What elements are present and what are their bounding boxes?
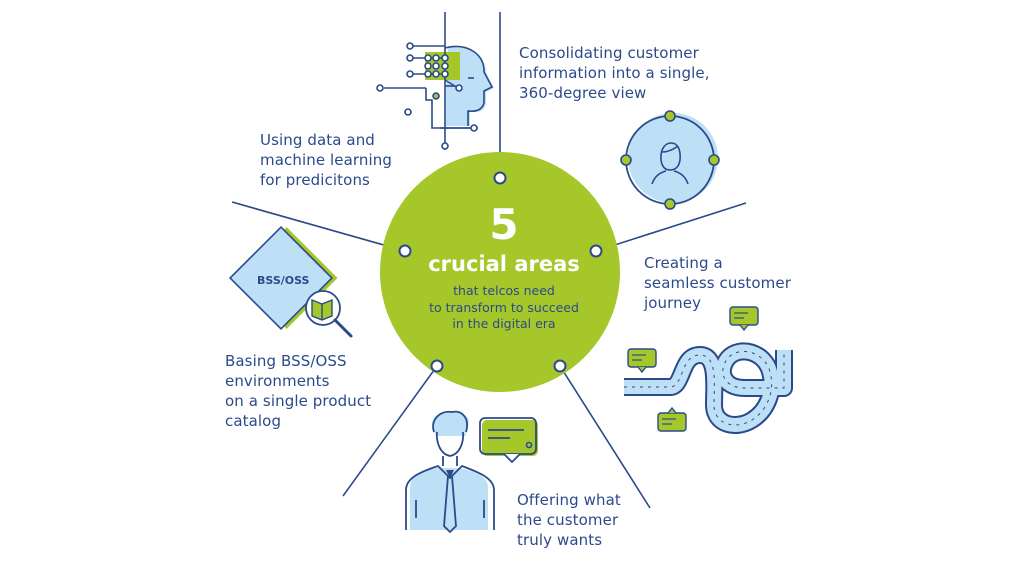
node-right xyxy=(589,244,603,258)
area-label-customer-wants: Offering what the customer truly wants xyxy=(517,490,621,550)
connector-line-right xyxy=(595,202,747,252)
winding-road-icon xyxy=(624,306,793,434)
label-line: journey xyxy=(644,294,702,312)
area-label-customer-journey: Creating a seamless customer journey xyxy=(644,253,791,313)
bss-oss-catalog-icon: BSS/OSS xyxy=(228,225,353,338)
label-line: for predicitons xyxy=(260,171,370,189)
speech-bubble-icon xyxy=(627,348,657,374)
label-line: Using data and xyxy=(260,131,375,149)
label-line: Consolidating customer xyxy=(519,44,699,62)
center-subtitle-line: to transform to succeed xyxy=(429,299,579,315)
ai-head-circuit-icon xyxy=(376,12,494,150)
area-label-product-catalog: Basing BSS/OSS environments on a single … xyxy=(225,351,371,431)
node-bottom-left xyxy=(430,359,444,373)
connector-line-left xyxy=(231,201,406,252)
customer-360-icon xyxy=(620,110,720,210)
label-line: catalog xyxy=(225,412,282,430)
connector-line-bottom-left xyxy=(342,365,438,497)
center-subtitle: that telcos need to transform to succeed… xyxy=(390,283,618,333)
center-title: crucial areas xyxy=(428,252,580,276)
node-top xyxy=(493,171,507,185)
speech-bubble-icon xyxy=(729,306,759,332)
node-bottom-right xyxy=(553,359,567,373)
label-line: seamless customer xyxy=(644,274,791,292)
label-line: machine learning xyxy=(260,151,393,169)
center-circle xyxy=(380,152,620,392)
label-line: 360-degree view xyxy=(519,84,647,102)
customer-speech-icon xyxy=(405,410,538,534)
label-line: the customer xyxy=(517,511,619,529)
label-line: truly wants xyxy=(517,531,603,549)
speech-bubble-icon xyxy=(657,406,687,432)
area-label-machine-learning: Using data and machine learning for pred… xyxy=(260,130,392,190)
center-number: 5 xyxy=(489,200,519,249)
bss-oss-label: BSS/OSS xyxy=(257,274,310,287)
connector-line-bottom-right xyxy=(559,365,651,509)
label-line: environments xyxy=(225,372,330,390)
label-line: Creating a xyxy=(644,254,723,272)
label-line: Offering what xyxy=(517,491,621,509)
node-left xyxy=(398,244,412,258)
label-line: Basing BSS/OSS xyxy=(225,352,347,370)
label-line: on a single product xyxy=(225,392,372,410)
center-subtitle-line: in the digital era xyxy=(452,316,556,331)
area-label-customer-360: Consolidating customer information into … xyxy=(519,43,710,103)
label-line: information into a single, xyxy=(519,64,710,82)
center-subtitle-line: that telcos need xyxy=(453,283,555,298)
